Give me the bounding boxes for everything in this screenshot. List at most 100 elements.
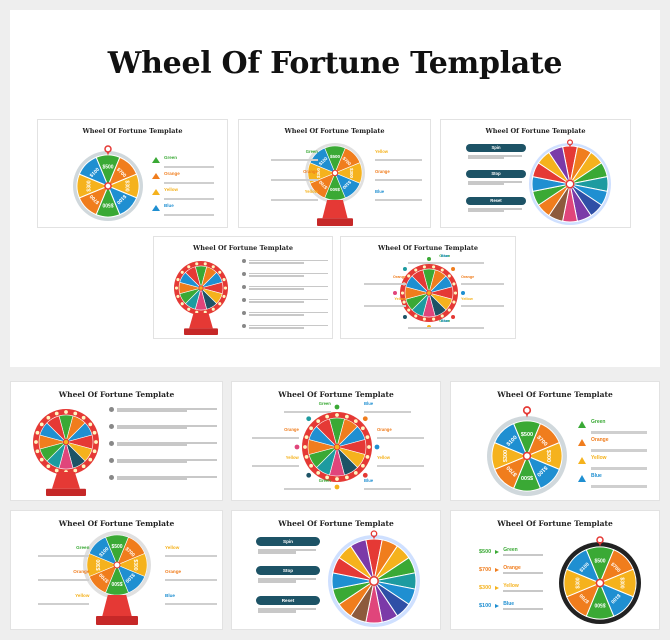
slide-thumb-6[interactable]: Wheel Of Fortune Template xyxy=(10,381,223,501)
reset-button[interactable]: Reset xyxy=(466,197,526,205)
legend-label: Yellow xyxy=(377,455,391,460)
bulb-light xyxy=(309,426,313,431)
text-line xyxy=(249,313,305,316)
text-line xyxy=(503,554,544,556)
slide-thumb-2[interactable]: Wheel Of Fortune Template$500$700$300$10… xyxy=(238,119,431,228)
slide-title: Wheel Of Fortune Template xyxy=(82,127,183,135)
stop-button[interactable]: Stop xyxy=(466,170,526,178)
text-line xyxy=(251,465,299,468)
segment-amount: $300 xyxy=(316,167,321,178)
wheel-stand xyxy=(189,313,213,329)
legend-text xyxy=(240,461,299,468)
legend-text xyxy=(375,155,430,162)
marker-dot xyxy=(362,472,368,478)
slide-thumb-11[interactable]: Wheel Of Fortune Template$500$700$300$10… xyxy=(450,510,660,630)
text-line xyxy=(468,183,504,185)
bullet-dot-icon xyxy=(109,458,114,463)
amount-value: $300 xyxy=(479,584,492,591)
legend-blue: Blue xyxy=(364,478,423,491)
bulb-light xyxy=(92,449,97,454)
legend-text xyxy=(165,598,222,606)
triangle-marker-icon xyxy=(152,204,161,211)
wheel-hub xyxy=(104,182,112,190)
marker-dot xyxy=(374,444,380,450)
bulb-light xyxy=(64,410,68,414)
bulb-light xyxy=(39,457,44,462)
wheel-segment xyxy=(548,146,571,185)
stand-base xyxy=(46,488,86,496)
legend-blue: Blue xyxy=(441,254,494,265)
slide-thumb-8[interactable]: Wheel Of Fortune Template$500$700$300$10… xyxy=(450,381,660,501)
segment-amount: $300 xyxy=(575,577,581,588)
wheel-stand xyxy=(52,472,80,489)
legend-text xyxy=(364,484,423,491)
legend-text xyxy=(164,177,227,185)
slide-thumb-4[interactable]: Wheel Of Fortune Template xyxy=(153,236,333,339)
stand-base xyxy=(96,616,138,625)
bulb-light xyxy=(203,310,207,314)
legend-text xyxy=(591,426,659,434)
text-line xyxy=(164,197,215,201)
stop-button[interactable]: Stop xyxy=(256,566,320,575)
text-line xyxy=(249,324,328,327)
bulb-light xyxy=(365,455,370,459)
text-line xyxy=(37,555,90,558)
spin-description xyxy=(468,154,528,160)
text-line xyxy=(461,305,504,308)
legend-yellow: Yellow xyxy=(578,455,659,470)
legend-label: Orange xyxy=(303,169,318,174)
text-line xyxy=(441,327,484,330)
bulb-light xyxy=(81,464,86,469)
segment-amount: $700 xyxy=(318,179,329,190)
legend-label: Green xyxy=(318,478,331,483)
bulb-light xyxy=(400,291,405,295)
wheel-segment xyxy=(349,539,375,582)
bulb-light xyxy=(453,291,458,295)
stand-base xyxy=(317,218,353,226)
legend-green: Green xyxy=(259,149,318,162)
marker-dot xyxy=(334,404,340,410)
legend-text xyxy=(353,279,407,286)
bullet-item xyxy=(109,424,217,430)
bulb-light xyxy=(180,270,184,274)
segment-amount: $300 xyxy=(545,450,551,462)
bulb-light xyxy=(361,426,365,431)
text-line xyxy=(116,444,187,447)
legend-text xyxy=(259,175,318,182)
text-line xyxy=(441,262,484,265)
amount-label: Orange xyxy=(503,565,544,574)
slide-thumb-1[interactable]: Wheel Of Fortune Template$500$700$300$10… xyxy=(37,119,228,228)
bulb-light xyxy=(34,440,38,444)
legend-orange: Orange xyxy=(165,569,222,582)
legend-blue: Blue xyxy=(578,473,659,488)
spin-button[interactable]: Spin xyxy=(466,144,526,152)
bulb-light xyxy=(325,414,329,419)
reset-button[interactable]: Reset xyxy=(256,596,320,605)
bulb-light xyxy=(432,265,436,269)
spin-button[interactable]: Spin xyxy=(256,537,320,546)
bulb-light xyxy=(176,294,180,298)
legend-text xyxy=(259,155,318,162)
legend-label: Yellow xyxy=(304,189,318,194)
segment-amount: $300 xyxy=(132,559,138,570)
text-line xyxy=(249,272,328,275)
text-line xyxy=(591,449,647,452)
wheel-segment xyxy=(185,266,202,290)
amount-value: $700 xyxy=(479,566,492,573)
bulb-light xyxy=(203,262,207,266)
legend-label: Orange xyxy=(164,171,180,176)
bulb-light xyxy=(407,308,411,312)
legend-label: Green xyxy=(503,547,518,553)
legend-label: Yellow xyxy=(164,187,179,192)
text-line xyxy=(377,465,425,468)
bulb-light xyxy=(316,419,321,423)
slide-title: Wheel Of Fortune Template xyxy=(58,390,175,399)
slide-thumb-9[interactable]: Wheel Of Fortune Template$500$700$300$10… xyxy=(10,510,223,630)
page-title: Wheel Of Fortune Template xyxy=(107,46,563,81)
bullet-lines xyxy=(249,324,328,329)
